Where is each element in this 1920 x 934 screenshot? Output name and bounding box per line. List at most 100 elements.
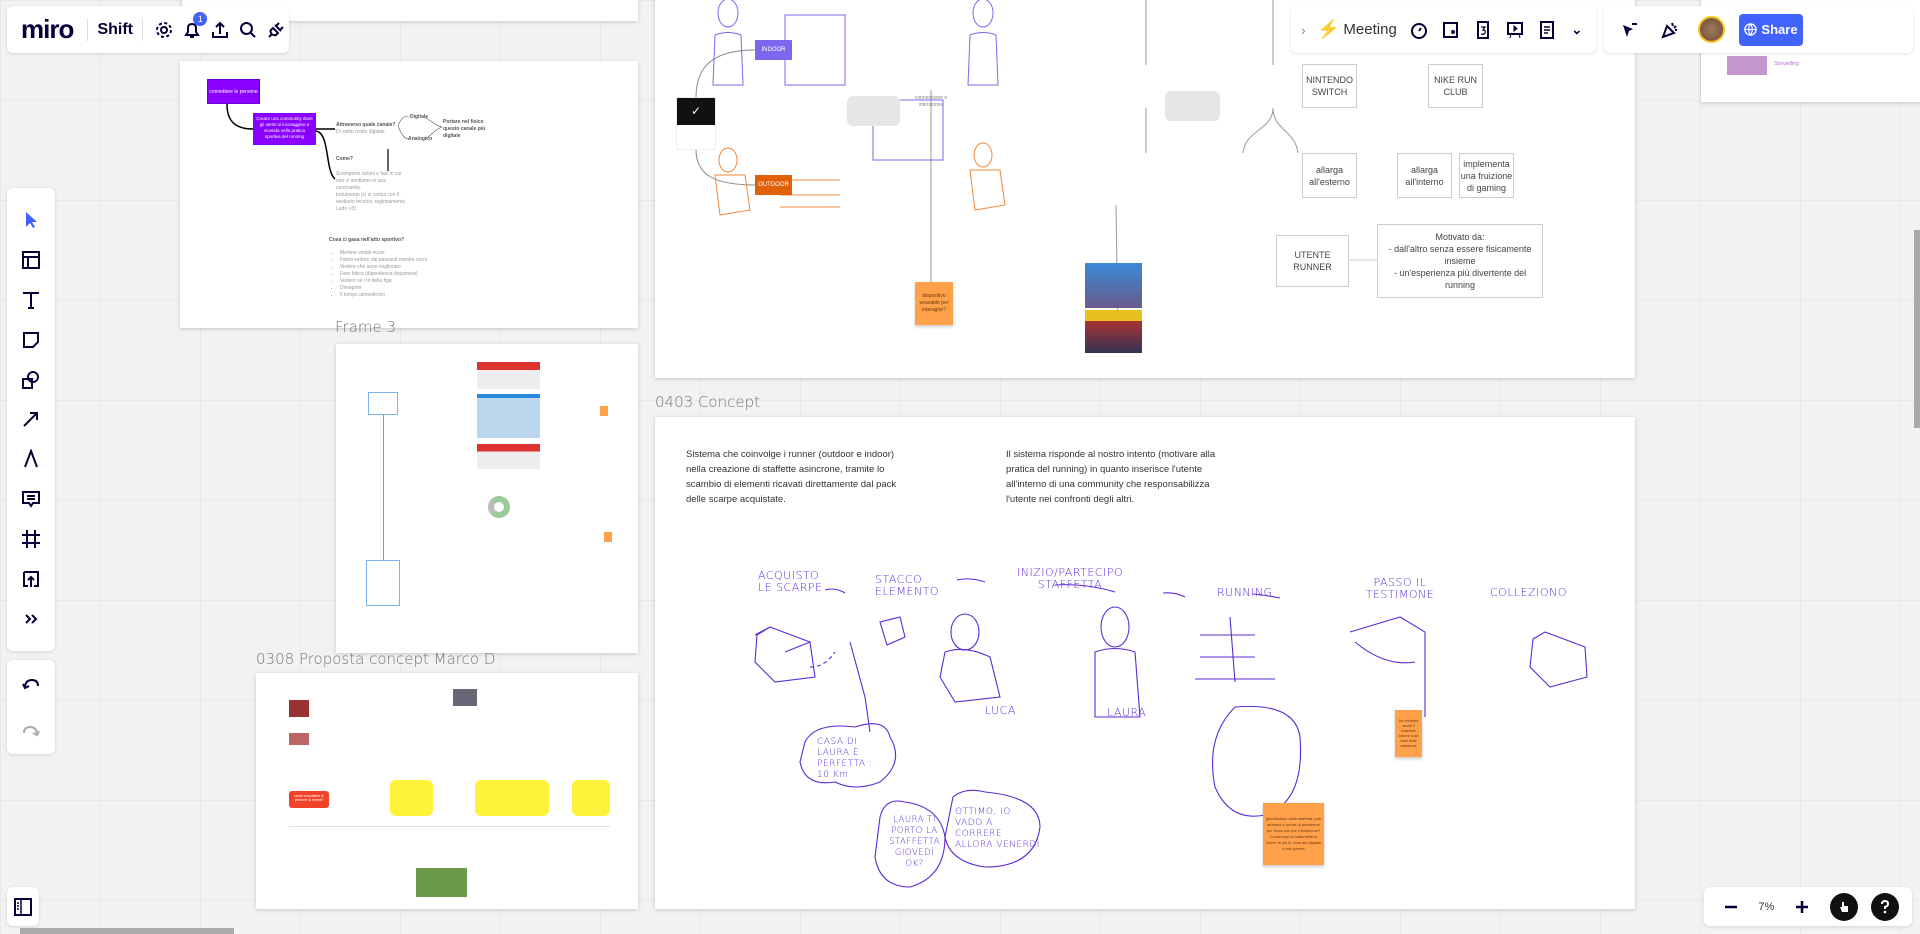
- motivato-1: - dall'altro senza essere fisicamente in…: [1388, 244, 1532, 266]
- upload-icon[interactable]: [207, 16, 233, 44]
- celebrate-icon[interactable]: [1656, 16, 1684, 44]
- hand-pan-icon[interactable]: [1829, 892, 1858, 921]
- cosa-list: Mettere vestiti nuovi Farmi vedere dai p…: [340, 250, 427, 299]
- sidebar-panel-icon: [14, 897, 32, 916]
- lightning-icon[interactable]: ⚡: [1317, 19, 1340, 39]
- vertical-line: [383, 415, 384, 560]
- q-canale: Attraverso quale canale?: [336, 122, 396, 128]
- label-digitale: Digitale: [410, 114, 429, 120]
- label-connessione: connessione e interazione: [914, 95, 948, 108]
- sticky-verificare[interactable]: Da verificare anche il materiale cartone…: [1395, 710, 1422, 757]
- meeting-label[interactable]: Meeting: [1343, 21, 1397, 38]
- share-button[interactable]: Share: [1739, 13, 1803, 46]
- bullet: Mettere vestiti nuovi: [340, 250, 427, 257]
- vertical-scrollbar[interactable]: [1914, 230, 1920, 428]
- label-storytelling: Storytelling: [1774, 61, 1799, 67]
- zoom-out-button[interactable]: [1717, 893, 1745, 921]
- frame-concept[interactable]: Sistema che coinvolge i runner (outdoor …: [655, 417, 1635, 909]
- frame-label-marco[interactable]: 0308 Proposta concept Marco D: [256, 650, 496, 668]
- frame-label-concept[interactable]: 0403 Concept: [655, 393, 760, 411]
- frame-label-frame3[interactable]: Frame 3: [335, 318, 397, 336]
- label-laura: LAURA: [1107, 706, 1147, 719]
- voting-icon[interactable]: [1437, 16, 1465, 44]
- yellow-box: [390, 780, 433, 816]
- text-tool-icon[interactable]: [17, 286, 45, 314]
- blue-box-1: [368, 392, 398, 415]
- select-cursor-icon[interactable]: [17, 206, 45, 234]
- photo-runners: [416, 868, 467, 897]
- box-creare-community: Creare una community dove gli utenti si …: [253, 113, 316, 145]
- zoom-level[interactable]: 7%: [1758, 900, 1775, 913]
- templates-icon[interactable]: [17, 246, 45, 274]
- frame-community-flow[interactable]: connettere le persone Creare una communi…: [180, 61, 638, 328]
- more-tools-icon[interactable]: [17, 605, 45, 633]
- pen-icon[interactable]: [17, 445, 45, 473]
- arrow-line-icon[interactable]: [17, 405, 45, 433]
- sticky-wearable[interactable]: dispositivo wearable per interagire?: [915, 282, 953, 325]
- undo-icon[interactable]: [17, 670, 45, 698]
- undo-redo-panel: [7, 660, 55, 754]
- box-motivato: Motivato da: - dall'altro senza essere f…: [1377, 224, 1543, 298]
- photo: [289, 733, 309, 745]
- board-panel-toggle[interactable]: [7, 887, 39, 926]
- label-analogico: Analogico: [408, 136, 433, 142]
- more-chevrons-icon[interactable]: ⌄: [1571, 21, 1583, 37]
- zoom-in-button[interactable]: [1788, 893, 1816, 921]
- step-2: STACCO ELEMENTO: [875, 573, 940, 598]
- main-toolbar: miro Shift 1: [7, 6, 289, 53]
- horizontal-scrollbar[interactable]: [20, 928, 234, 934]
- presentation-icon[interactable]: [1501, 16, 1529, 44]
- come-2: Indumento (ci si carica con il vestiario…: [336, 192, 406, 212]
- upload-tool-icon[interactable]: [17, 565, 45, 593]
- divider: [289, 826, 610, 827]
- frame-indoor-outdoor[interactable]: ✓ INDOOR OUTDOOR connessione e interazio…: [655, 0, 1635, 378]
- nike-logo: ✓: [677, 98, 715, 125]
- redo-icon[interactable]: [17, 717, 45, 745]
- timer-icon[interactable]: [1405, 16, 1433, 44]
- flow-arrows: [226, 103, 443, 180]
- comment-icon[interactable]: [17, 485, 45, 513]
- label-luca: LUCA: [985, 704, 1016, 717]
- board-name[interactable]: Shift: [97, 20, 133, 38]
- plugin-icon[interactable]: [263, 16, 289, 44]
- user-avatar[interactable]: [1698, 16, 1725, 43]
- label-come: Come?: [336, 156, 353, 162]
- frame-3[interactable]: [336, 344, 638, 653]
- table-image-2: [477, 394, 540, 438]
- countdown-card-icon[interactable]: [1469, 16, 1497, 44]
- miro-logo[interactable]: miro: [21, 14, 74, 44]
- come-1: Scomporre azioni e fasi in cui non ci se…: [336, 171, 402, 191]
- frame-tool-icon[interactable]: [17, 525, 45, 553]
- sticky-gamification[interactable]: gamification della staffetta: può aiutar…: [1263, 803, 1324, 865]
- shapes-icon[interactable]: [17, 366, 45, 394]
- nike-card: ✓: [676, 97, 716, 150]
- motivato-title: Motivato da:: [1435, 232, 1485, 242]
- frame-proposta-marco[interactable]: come connettere le persone ai eventi?: [256, 673, 638, 909]
- help-icon[interactable]: [1871, 892, 1900, 921]
- collab-toolbar: Share: [1604, 6, 1913, 53]
- bullet: Fare fatica (dipendenza dopamina): [340, 271, 427, 278]
- divider: [86, 18, 88, 41]
- settings-gear-icon[interactable]: [151, 16, 177, 44]
- frame-partial-top-left[interactable]: [182, 0, 638, 21]
- meeting-toolbar: › ⚡ Meeting ⌄: [1291, 6, 1596, 53]
- collapse-chevron-icon[interactable]: ›: [1301, 21, 1306, 38]
- sticky-mini: [604, 532, 612, 542]
- cursor-follow-icon[interactable]: [1616, 16, 1644, 44]
- concept-text-2: Il sistema risponde al nostro intento (m…: [1006, 449, 1216, 505]
- zoom-controls: 7%: [1704, 887, 1912, 926]
- blue-box-2: [366, 560, 400, 606]
- sticky-note-icon[interactable]: [17, 326, 45, 354]
- notes-icon[interactable]: [1533, 16, 1561, 44]
- search-icon[interactable]: [235, 16, 261, 44]
- notifications-bell-icon[interactable]: 1: [179, 11, 208, 44]
- sketches: [754, 578, 1588, 888]
- box-connettere: connettere le persone: [207, 79, 260, 104]
- photo: [289, 700, 309, 717]
- bullet: Il tempo atmosferico: [340, 292, 427, 299]
- bubble-ottimo: OTTIMO, IO VADO A CORRERE ALLORA VENERDÌ: [955, 807, 1040, 850]
- step-5: PASSO IL TESTIMONE: [1365, 576, 1435, 601]
- step-1: ACQUISTO LE SCARPE: [758, 569, 823, 594]
- box-utente-runner: UTENTE RUNNER: [1276, 235, 1349, 287]
- speech-bubble: [1165, 91, 1220, 121]
